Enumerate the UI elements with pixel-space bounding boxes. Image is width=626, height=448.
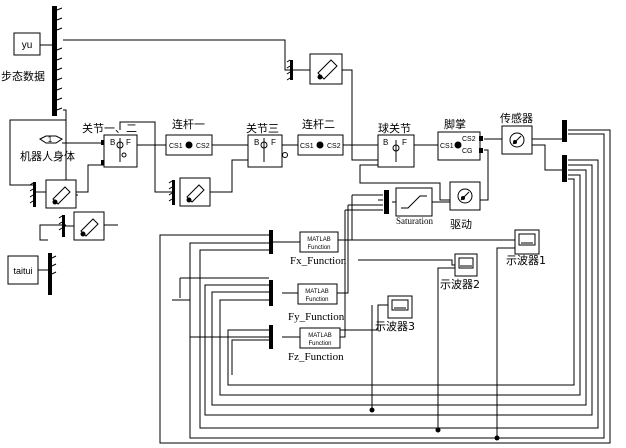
joint3-port-b: B [254, 138, 259, 147]
scope2-label: 示波器2 [440, 278, 480, 291]
signal-wires [9, 39, 611, 444]
ball-joint-block[interactable]: B F [377, 134, 415, 168]
fy-mux[interactable] [269, 280, 273, 306]
joint12-port-b: B [110, 138, 115, 147]
ball-joint-port-f: F [402, 138, 407, 147]
joint12-port-f: F [126, 138, 131, 147]
link1-label: 连杆一 [172, 117, 205, 131]
joint12-block[interactable]: B F [101, 134, 138, 168]
fz-label: Fz_Function [288, 351, 344, 363]
sensor-label: 传感器 [500, 112, 533, 125]
ball-joint-label: 球关节 [378, 121, 411, 135]
yu-block[interactable]: yu [13, 32, 41, 56]
gait-data-label: 步态数据 [1, 69, 45, 83]
fx-matlab-line1: MATLAB [307, 237, 331, 243]
link1-block[interactable]: CS1 CS2 [165, 134, 213, 156]
fx-label: Fx_Function [290, 255, 347, 267]
scope1-label: 示波器1 [506, 254, 546, 267]
ball-joint-port-b: B [383, 138, 388, 147]
actuator-3[interactable] [168, 177, 211, 207]
link2-port-cs2: CS2 [327, 143, 341, 150]
foot-port-cs2: CS2 [462, 136, 476, 143]
drive-label: 驱动 [450, 218, 472, 231]
link2-block[interactable]: CS1 CS2 [297, 134, 344, 156]
junction-dots [369, 407, 500, 441]
link2-label: 连杆二 [302, 117, 335, 131]
taitui-block[interactable]: taitui [7, 253, 57, 295]
scope3-label: 示波器3 [375, 320, 415, 333]
fx-matlab-line2: Function [307, 245, 330, 251]
fx-function-block[interactable]: MATLAB Function [299, 231, 339, 253]
taitui-label: taitui [13, 266, 32, 276]
gait-data-mux[interactable] [52, 6, 63, 116]
fy-label: Fy_Function [288, 311, 345, 323]
saturation-label: Saturation [396, 216, 433, 226]
joint12-label: 关节一、二 [82, 121, 137, 135]
fz-function-block[interactable]: MATLAB Function [299, 327, 341, 349]
link1-port-cs1: CS1 [169, 143, 183, 150]
joint3-label: 关节三 [246, 121, 279, 135]
link1-port-cs2: CS2 [196, 143, 210, 150]
drive-mux[interactable] [378, 190, 389, 214]
foot-label: 脚掌 [444, 117, 466, 131]
left-actuator-1[interactable] [29, 179, 77, 209]
sensor-demux-bottom[interactable] [562, 155, 567, 182]
foot-block[interactable]: CS1 CS2 CG [437, 131, 483, 161]
sensor-block[interactable] [501, 125, 533, 155]
robot-body-port-number: 1 [48, 135, 53, 144]
joint3-port-f: F [271, 138, 276, 147]
top-actuator-block[interactable] [286, 53, 343, 85]
fz-mux[interactable] [269, 325, 273, 349]
scope2-block[interactable] [454, 253, 478, 277]
fz-matlab-line2: Function [308, 341, 331, 347]
link2-port-cs1: CS1 [300, 143, 314, 150]
robot-body-port[interactable]: 1 [39, 135, 63, 144]
foot-port-cs1: CS1 [440, 143, 454, 150]
sensor-demux-top[interactable] [562, 120, 567, 142]
foot-port-cg: CG [462, 148, 473, 155]
scope1-block[interactable] [514, 229, 540, 255]
joint3-block[interactable]: B F [247, 134, 288, 168]
scope3-block[interactable] [387, 295, 413, 319]
saturation-block[interactable] [395, 187, 433, 217]
left-actuator-2[interactable] [58, 211, 105, 241]
drive-block[interactable] [449, 181, 481, 211]
yu-label: yu [22, 40, 33, 51]
fy-matlab-line2: Function [305, 297, 328, 303]
fx-mux[interactable] [269, 230, 282, 254]
fz-matlab-line1: MATLAB [308, 333, 332, 339]
robot-body-label: 机器人身体 [20, 149, 75, 163]
fy-function-block[interactable]: MATLAB Function [297, 283, 338, 305]
fy-matlab-line1: MATLAB [305, 289, 329, 295]
